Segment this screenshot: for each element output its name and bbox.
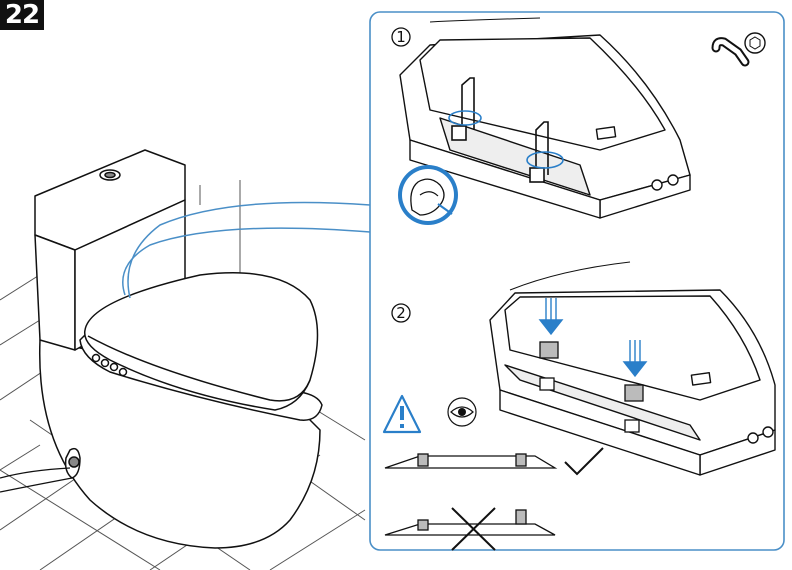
cross-icon (451, 507, 496, 551)
sub-step-1-label: 1 (391, 27, 411, 47)
toilet-illustration (0, 149, 323, 549)
svg-text:2: 2 (396, 304, 406, 322)
press-down-arrows (538, 298, 648, 378)
sub-step-2-label: 2 (391, 303, 411, 323)
seat-unit-top-view (399, 17, 691, 219)
bracket-highlight-rings (448, 110, 564, 169)
svg-text:1: 1 (396, 28, 406, 46)
checkmark-icon (564, 447, 604, 476)
hand-pull-icon (398, 165, 458, 225)
step-number-badge: 22 (0, 0, 44, 30)
clip-blocks (539, 341, 644, 433)
hex-key-icon (711, 32, 766, 67)
correct-clip-placement (384, 453, 558, 469)
detail-panel (369, 11, 785, 551)
incorrect-clip-placement (384, 509, 556, 536)
mounting-brackets-step1 (451, 77, 549, 183)
warning-icon (382, 394, 422, 434)
eye-icon (447, 397, 477, 427)
zoom-connector (122, 201, 371, 299)
